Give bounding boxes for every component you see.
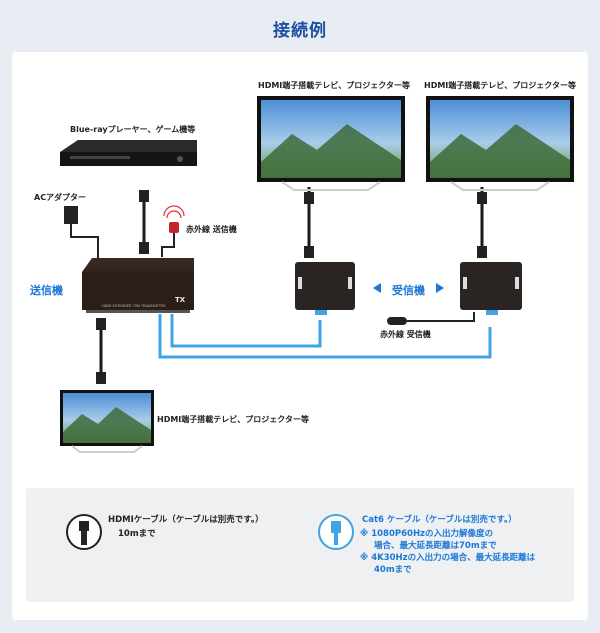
ir-transmitter-label: 赤外線 送信機 [186,225,237,234]
hdmi-plug [139,242,149,254]
right-arrow-icon [436,283,444,293]
receiver-box-1 [295,262,355,315]
transmitter-label: 送信機 [30,284,63,297]
cat6-note1b: 場合、最大延長距離は70mまで [374,541,497,551]
hdmi-plug [304,246,314,258]
receiver-label: 受信機 [392,284,425,297]
ir-receiver-label: 赤外線 受信機 [380,330,431,339]
ac-adapter-label: ACアダプター [34,193,87,202]
tv-top-left [257,96,405,191]
hdmi-plug [96,372,106,384]
diagram-panel: HDMI端子搭載テレビ、プロジェクター等 HDMI端子搭載テレビ、プロジェクター… [12,52,588,620]
tv-label-top-right: HDMI端子搭載テレビ、プロジェクター等 [424,81,576,90]
tx-model-text: HDMI EXTENDER 70M TRANSMITTER [102,304,166,308]
cat6-cable-icon [318,514,354,550]
hdmi-connectors [96,190,487,384]
ac-adapter [64,206,99,258]
cat6-cable-long [158,314,492,359]
left-arrow-icon [373,283,381,293]
cat6-note1a: ※ 1080P60Hzの入出力解像度の [360,529,494,539]
receiver-arrows [373,283,444,293]
ir-transmitter [161,205,185,257]
transmitter-box [82,258,194,313]
hdmi-plug [477,246,487,258]
hdmi-plug [96,318,106,330]
page-title: 接続例 [273,21,327,41]
hdmi-legend-line2: 10mまで [118,529,156,539]
connection-diagram [60,96,574,453]
receiver-box-2 [460,262,522,315]
legend-box: HDMIケーブル（ケーブルは別売です。） 10mまで Cat6 ケーブル（ケーブ… [26,488,574,602]
tv-top-right [426,96,574,191]
hdmi-plug [304,192,314,204]
tv-bottom [60,390,154,453]
hdmi-plug [139,190,149,202]
cat6-note2b: 40mまで [374,565,412,575]
cat6-note2a: ※ 4K30Hzの入出力の場合、最大延長距離は [360,553,536,563]
tx-mark: TX [175,296,186,304]
cat6-legend-line1: Cat6 ケーブル（ケーブルは別売です。） [362,515,517,525]
tv-label-top-left: HDMI端子搭載テレビ、プロジェクター等 [258,81,410,90]
hdmi-cable-icon [66,514,102,550]
bluray-player [60,140,197,166]
bluray-label: Blue-rayプレーヤー、ゲーム機等 [70,125,196,134]
tv-label-bottom: HDMI端子搭載テレビ、プロジェクター等 [157,415,309,424]
cat6-cables [158,314,492,359]
ir-receiver [387,312,475,325]
hdmi-legend-line1: HDMIケーブル（ケーブルは別売です。） [108,515,264,525]
hdmi-plug [477,192,487,204]
cat6-cable-short [170,314,322,348]
